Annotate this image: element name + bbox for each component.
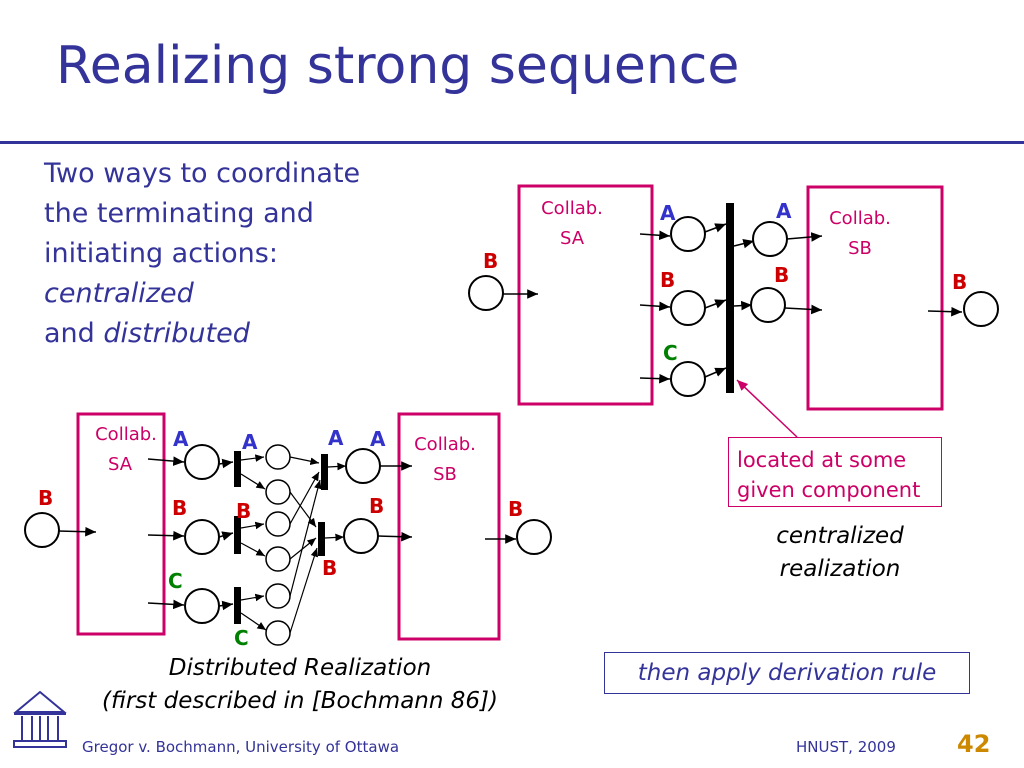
collab-sa-label-2: SA <box>560 228 585 249</box>
callout-line-2: given component <box>737 478 921 502</box>
collab-sb-box <box>806 185 944 411</box>
footer-author: Gregor v. Bochmann, University of Ottawa <box>82 738 400 756</box>
transition-bar <box>726 203 734 393</box>
place-node <box>670 361 706 397</box>
centralized-caption: centralized realization <box>750 520 930 586</box>
intro-line-3: initiating actions: <box>44 238 278 269</box>
distributed-caption-line-2: (first described in [Bochmann 86]) <box>102 688 498 714</box>
label-b: B <box>483 249 498 273</box>
place-node <box>752 221 788 257</box>
label-a: A <box>242 430 258 454</box>
label-b: B <box>508 497 523 521</box>
derivation-note: then apply derivation rule <box>604 652 970 694</box>
callout-line-1: located at some <box>737 448 907 472</box>
intro-line-2: the terminating and <box>44 198 314 229</box>
collab-sa-label: Collab. <box>541 198 603 219</box>
collab-sa-box <box>76 412 166 636</box>
label-c: C <box>234 626 249 650</box>
slide-number: 42 <box>957 730 991 758</box>
place-node <box>184 519 220 555</box>
label-a: A <box>173 427 189 451</box>
label-b: B <box>172 496 187 520</box>
callout-box: located at some given component <box>728 437 942 507</box>
centralized-diagram: Collab. SA Collab. SB B A B C A B <box>468 184 999 438</box>
intro-line-1: Two ways to coordinate <box>44 158 361 189</box>
label-b: B <box>38 486 53 510</box>
place-node <box>963 291 999 327</box>
place-node <box>670 290 706 326</box>
label-b: B <box>369 494 384 518</box>
place-node <box>670 216 706 252</box>
place-node <box>343 518 379 554</box>
title-divider <box>0 141 1024 144</box>
label-c: C <box>168 569 183 593</box>
intro-distributed: distributed <box>103 318 250 349</box>
collab-sb-label: Collab. <box>414 434 476 455</box>
label-b: B <box>660 268 675 292</box>
collab-sb-box <box>397 412 501 641</box>
label-c: C <box>663 341 678 365</box>
label-a: A <box>370 427 386 451</box>
label-b: B <box>322 556 337 580</box>
collab-sb-label: Collab. <box>829 208 891 229</box>
distributed-caption-line-1: Distributed Realization <box>168 655 432 681</box>
transition-bar <box>321 454 328 490</box>
transition-bar <box>234 516 241 554</box>
place-node <box>345 448 381 484</box>
transition-bar <box>234 587 241 624</box>
label-a: A <box>660 201 676 225</box>
university-logo <box>13 690 67 748</box>
collab-sb-label-2: SB <box>433 464 457 485</box>
intro-centralized: centralized <box>44 278 194 309</box>
distributed-caption: Distributed Realization (first described… <box>60 652 540 718</box>
transition-bar <box>234 451 241 487</box>
centralized-caption-line-1: centralized <box>776 523 904 549</box>
distributed-diagram: Collab. SA Collab. SB B A B C <box>24 412 552 650</box>
transition-bar <box>318 522 325 556</box>
label-b: B <box>236 499 251 523</box>
centralized-caption-line-2: realization <box>779 556 901 582</box>
place-node <box>265 479 291 505</box>
intro-and: and <box>44 318 104 349</box>
place-node <box>265 511 291 537</box>
label-b: B <box>774 263 789 287</box>
label-a: A <box>328 426 344 450</box>
place-node <box>468 275 504 311</box>
footer-event: HNUST, 2009 <box>796 738 896 756</box>
label-a: A <box>776 199 792 223</box>
collab-sb-label-2: SB <box>848 238 872 259</box>
place-node <box>265 620 291 646</box>
place-node <box>184 588 220 624</box>
slide-title: Realizing strong sequence <box>56 36 740 96</box>
place-node <box>265 546 291 572</box>
collab-sa-label-2: SA <box>108 454 133 475</box>
intro-text: Two ways to coordinate the terminating a… <box>44 154 360 354</box>
place-node <box>265 583 291 609</box>
place-node <box>184 444 220 480</box>
label-b: B <box>952 270 967 294</box>
place-node <box>24 512 60 548</box>
place-node <box>516 519 552 555</box>
place-node <box>265 444 291 470</box>
collab-sa-box <box>517 184 654 406</box>
place-node <box>750 287 786 323</box>
collab-sa-label: Collab. <box>95 424 157 445</box>
